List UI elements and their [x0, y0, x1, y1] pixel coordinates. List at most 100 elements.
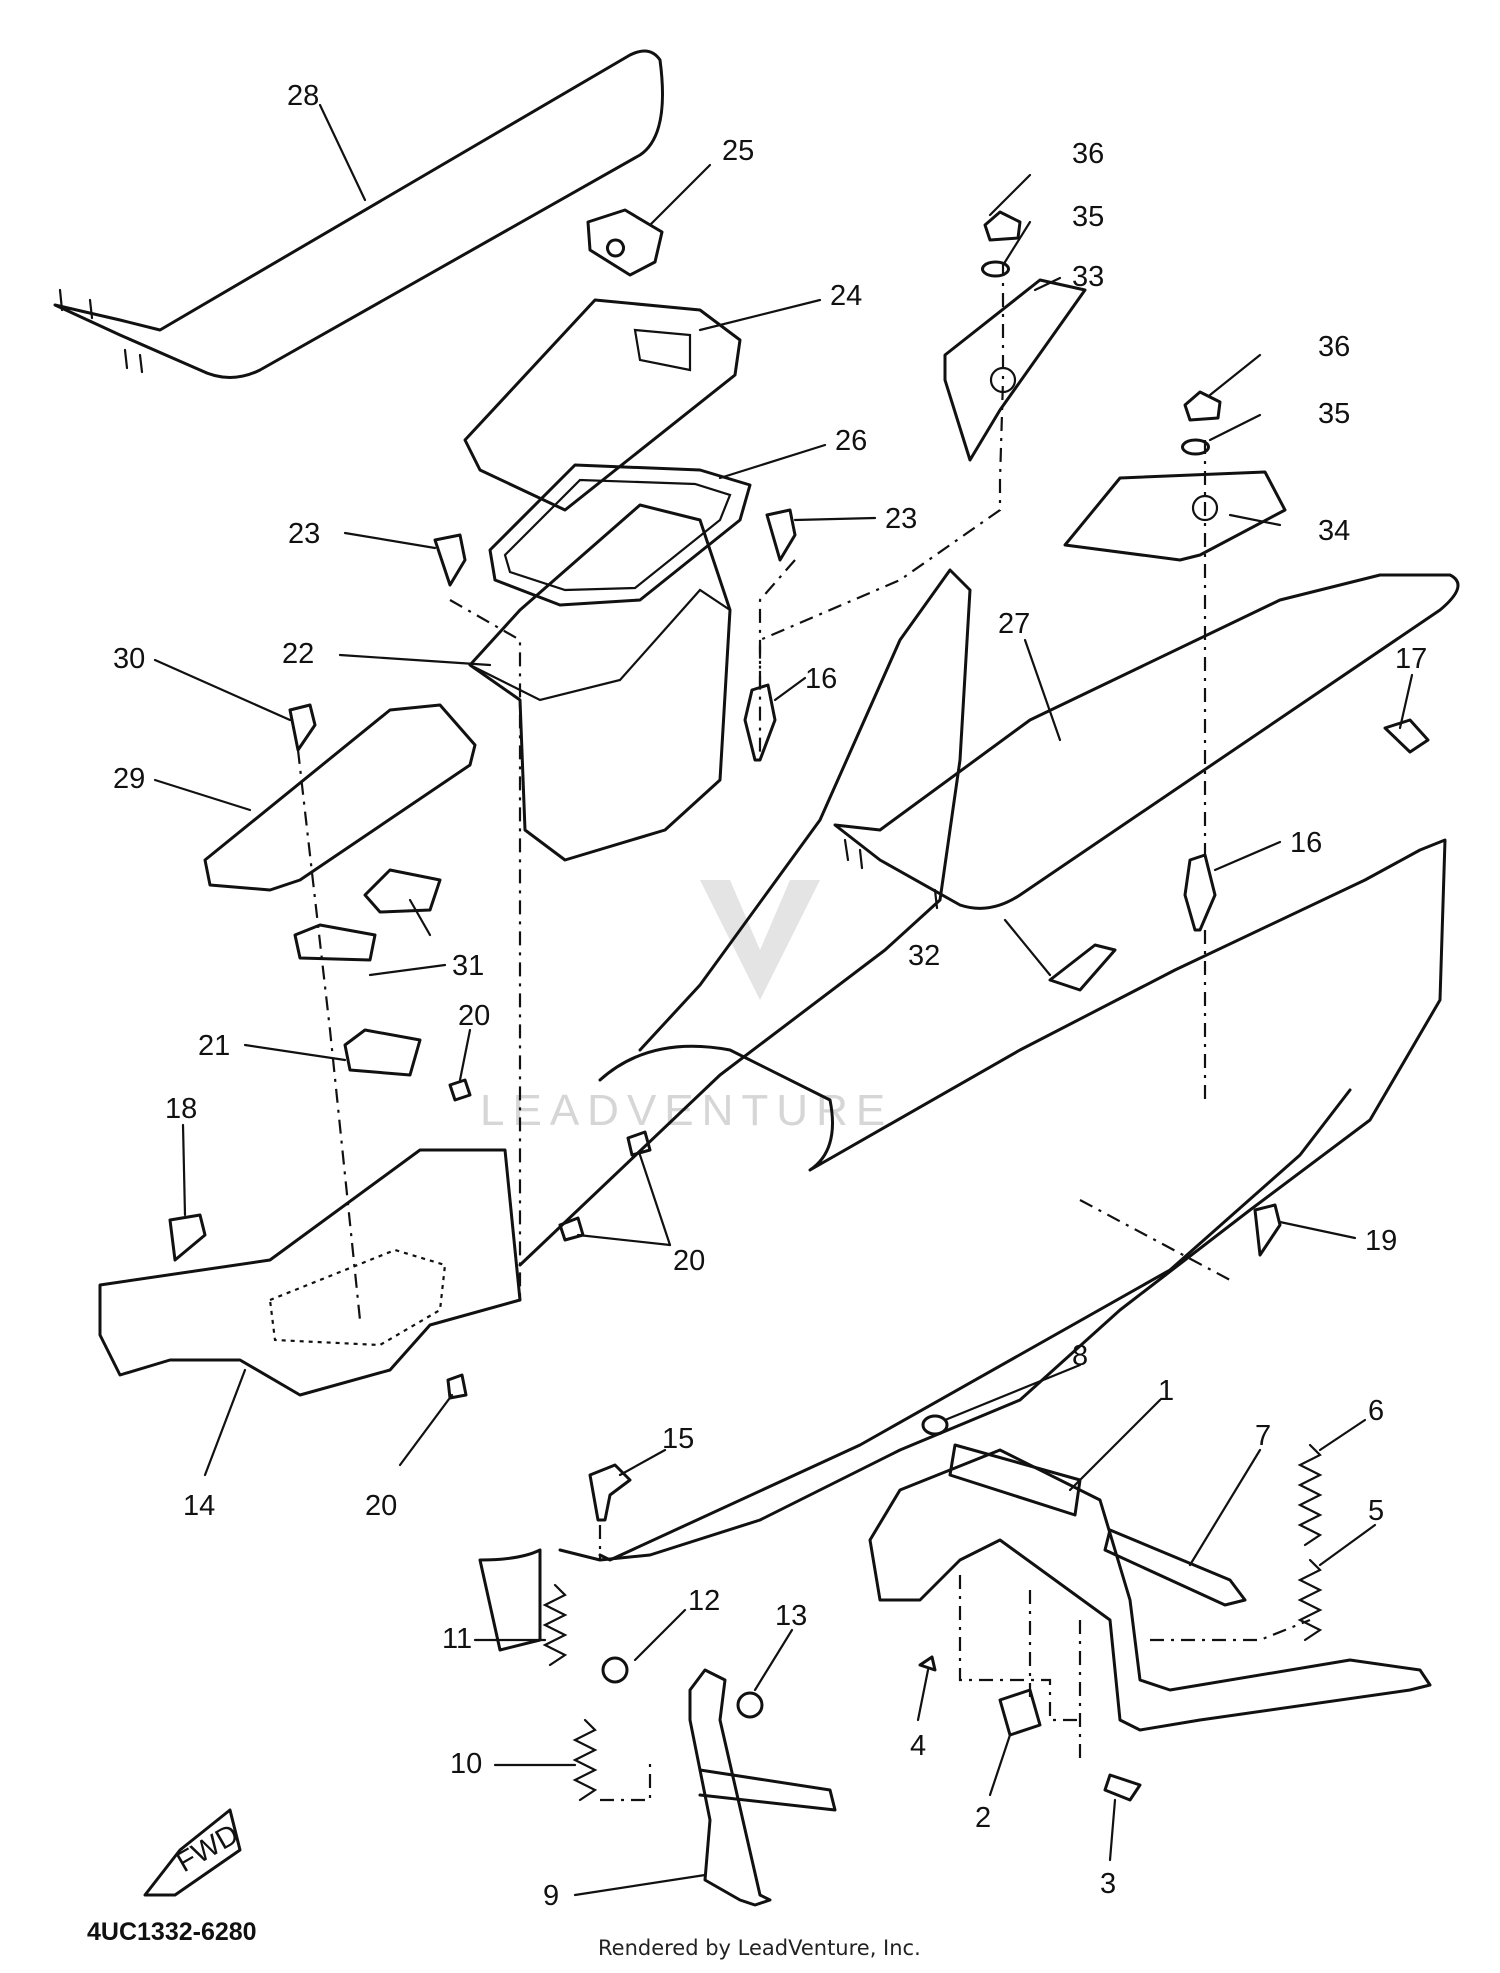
- leader-23b: [793, 516, 877, 522]
- leader-30: [153, 658, 292, 722]
- leader-17: [1398, 673, 1414, 730]
- leader-20c: [576, 1233, 672, 1247]
- leader-36a: [988, 173, 1032, 217]
- part-14-shape: [98, 1148, 522, 1397]
- callout-20-top: 20: [458, 1000, 490, 1032]
- callout-20-mid: 20: [673, 1245, 705, 1277]
- leader-34: [1228, 513, 1282, 527]
- callout-16-left: 16: [805, 663, 837, 695]
- leader-lines: [153, 103, 1414, 1897]
- leader-16a: [773, 676, 807, 702]
- callout-25: 25: [722, 135, 754, 167]
- leader-14: [203, 1368, 247, 1477]
- leader-20b: [638, 1153, 672, 1247]
- main-body-lower: [598, 1088, 1352, 1562]
- leader-2: [988, 1733, 1012, 1797]
- callout-23-left: 23: [288, 518, 320, 550]
- callout-5: 5: [1368, 1495, 1384, 1527]
- leader-28: [318, 103, 367, 202]
- watermark-logo-icon: [700, 880, 820, 1000]
- main-body-shape: [518, 568, 1447, 1562]
- leader-7: [1188, 1448, 1262, 1567]
- part-9-arm: [698, 1768, 837, 1812]
- part-5-spring: [1297, 1558, 1323, 1642]
- leader-29: [153, 778, 252, 812]
- leader-35b: [1208, 413, 1262, 442]
- part-25-shape: [586, 208, 664, 277]
- callout-11: 11: [442, 1623, 472, 1655]
- part-1-tube: [948, 1443, 1082, 1517]
- part-27-shape: [833, 573, 1460, 910]
- assembly-line-10: [600, 1760, 652, 1802]
- assembly-line-2: [958, 1575, 1080, 1722]
- assembly-lines: [296, 262, 1311, 1802]
- callout-1: 1: [1158, 1375, 1174, 1407]
- part-23a-shape: [433, 533, 467, 587]
- leader-33: [1033, 276, 1062, 292]
- part-12-shape: [601, 1656, 629, 1684]
- callout-14: 14: [183, 1490, 215, 1522]
- part-36b-shape: [1183, 390, 1222, 422]
- assembly-line-18: [1079, 1199, 1231, 1281]
- leader-3: [1108, 1798, 1117, 1862]
- part-8-shape: [921, 1414, 949, 1436]
- callout-13: 13: [775, 1600, 807, 1632]
- callout-17: 17: [1395, 643, 1427, 675]
- leader-27: [1023, 638, 1062, 742]
- part-21-pad: [343, 1028, 422, 1077]
- callout-19: 18: [165, 1093, 197, 1125]
- callout-36-right: 36: [1318, 331, 1350, 363]
- callout-labels: 28 25 24 26 23 23 22 36 35 33 36 35 34 2…: [113, 80, 1427, 1912]
- part-17-shape: [1383, 718, 1430, 754]
- callout-3: 3: [1100, 1868, 1116, 1900]
- leader-15: [618, 1448, 667, 1477]
- leader-22: [338, 653, 492, 667]
- callout-2: 2: [975, 1802, 991, 1834]
- part-11-spring: [542, 1583, 568, 1667]
- part-2-shape: [998, 1688, 1042, 1737]
- leader-6: [1318, 1418, 1367, 1452]
- callout-10: 10: [450, 1748, 482, 1780]
- callout-16-right: 16: [1290, 827, 1322, 859]
- callout-6: 6: [1368, 1395, 1384, 1427]
- part-35a-shape: [981, 260, 1010, 278]
- leader-20a: [458, 1028, 472, 1082]
- part-19-shape: [168, 1213, 207, 1262]
- callout-15: 15: [662, 1423, 694, 1455]
- leader-13: [753, 1628, 794, 1692]
- leader-26: [718, 443, 827, 480]
- callout-23-right: 23: [885, 503, 917, 535]
- callout-7: 7: [1255, 1420, 1271, 1452]
- part-14-outline: [268, 1248, 447, 1347]
- callout-28: 28: [287, 80, 319, 112]
- callout-29: 29: [113, 763, 145, 795]
- callout-8: 8: [1072, 1340, 1088, 1372]
- leader-5: [1318, 1523, 1377, 1567]
- assembly-line-30: [296, 749, 362, 1321]
- callout-35-right: 35: [1318, 398, 1350, 430]
- part-34-hole: [1191, 494, 1219, 522]
- part-10-spring: [572, 1718, 598, 1802]
- leader-25: [648, 163, 712, 227]
- leader-9: [573, 1873, 707, 1897]
- leader-20d: [398, 1393, 454, 1467]
- leader-12: [633, 1608, 687, 1662]
- part-1-shape: [868, 1448, 1432, 1732]
- part-27-tabs: [843, 838, 939, 910]
- part-22-shape: [468, 503, 732, 862]
- callout-32: 32: [908, 940, 940, 972]
- watermark: LEADVENTURE: [480, 880, 885, 1135]
- callout-36-top: 36: [1072, 138, 1104, 170]
- callout-22: 22: [282, 638, 314, 670]
- part-18-shape: [1253, 1203, 1282, 1257]
- part-20a-shape: [448, 1078, 472, 1102]
- main-body-front: [478, 1548, 542, 1652]
- part-23b-shape: [765, 508, 797, 562]
- part-29-shape: [203, 703, 477, 892]
- part-26-inner: [503, 478, 732, 592]
- assembly-line-5: [1150, 1618, 1311, 1642]
- leader-24: [698, 298, 822, 332]
- part-13-shape: [736, 1691, 764, 1719]
- part-4-shape: [918, 1655, 937, 1672]
- part-30-shape: [288, 703, 317, 752]
